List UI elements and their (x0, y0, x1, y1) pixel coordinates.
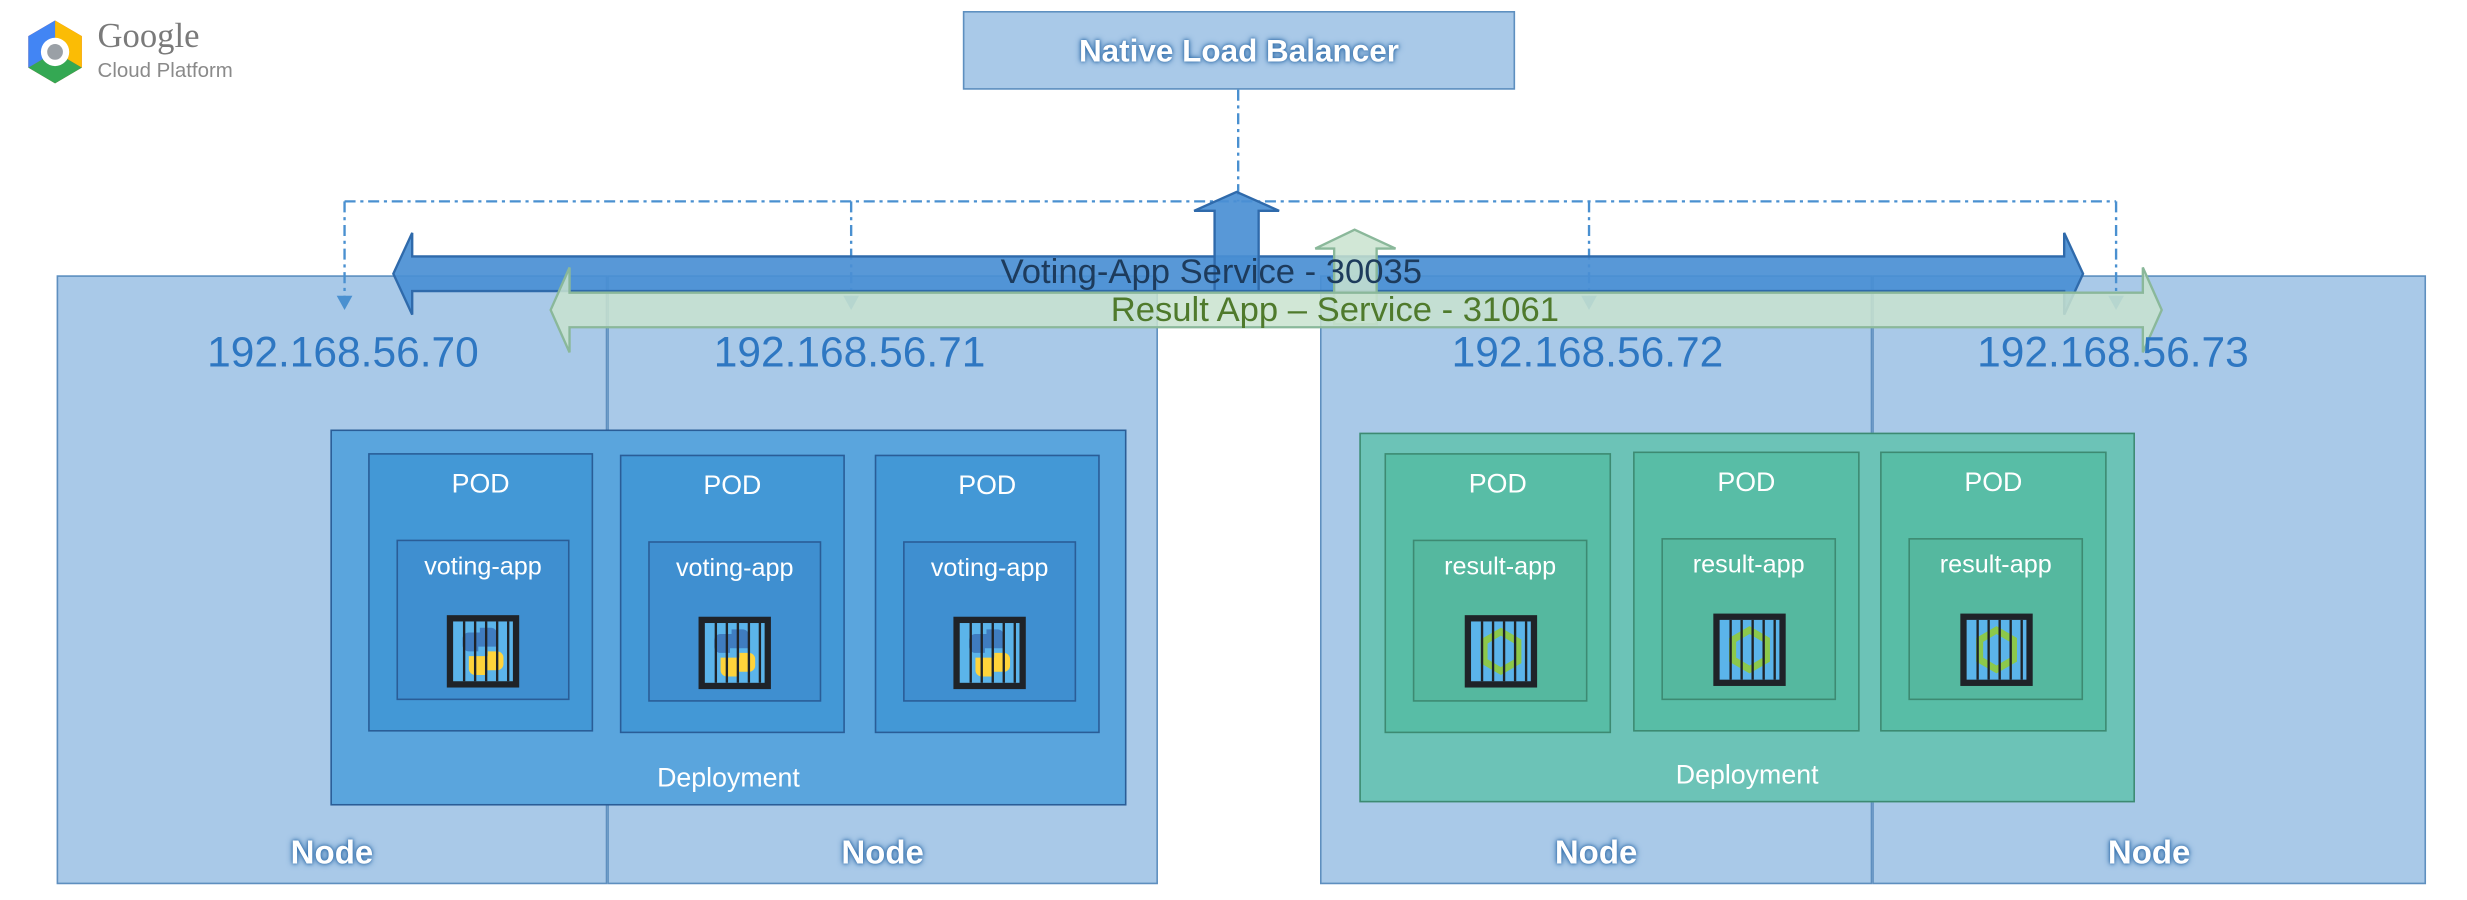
logo-subtitle: Cloud Platform (97, 58, 233, 82)
deployment-label: Deployment (657, 763, 800, 793)
nodejs-container-icon (1712, 613, 1785, 686)
node-label: Node (841, 835, 924, 872)
container-label: voting-app (930, 555, 1049, 583)
node-ip: 192.168.56.70 (207, 328, 479, 377)
result-service-label: Result App – Service - 31061 (1110, 289, 1560, 329)
deployment-label: Deployment (1675, 759, 1819, 790)
nodejs-container-icon (1959, 613, 2032, 686)
load-balancer-label: Native Load Balancer (1078, 34, 1399, 70)
node-label: Node (1554, 835, 1638, 872)
container-label: result-app (1939, 552, 2052, 579)
node-ip: 192.168.56.73 (1977, 328, 2249, 377)
voting-service-up-arrow (1193, 190, 1280, 293)
result-service-arrow (549, 266, 2164, 353)
voting-app-container: voting-app (648, 541, 822, 702)
node-label: Node (2107, 835, 2191, 872)
result-pod-2: POD result-app (1633, 451, 1860, 732)
voting-app-container: voting-app (903, 541, 1077, 702)
container-label: result-app (1692, 552, 1805, 579)
voting-pod-1: POD voting-app (368, 453, 594, 732)
voting-service-label: Voting-App Service - 30035 (1000, 251, 1423, 292)
python-container-icon (953, 616, 1026, 690)
node-ip: 192.168.56.71 (713, 328, 986, 377)
gcp-logo: Google Cloud Platform (19, 13, 271, 92)
pod-label: POD (1717, 467, 1776, 498)
result-pod-1: POD result-app (1384, 453, 1612, 734)
python-container-icon (698, 616, 771, 690)
pod-label: POD (703, 470, 762, 501)
node-ip: 192.168.56.72 (1451, 328, 1724, 377)
voting-pod-2: POD voting-app (619, 454, 845, 734)
node-label: Node (290, 835, 374, 872)
pod-label: POD (1468, 468, 1527, 499)
pod-label: POD (451, 468, 510, 499)
result-pod-3: POD result-app (1880, 451, 2107, 732)
logo-title: Google (97, 15, 200, 56)
result-app-container: result-app (1412, 539, 1588, 702)
container-label: voting-app (675, 555, 794, 583)
python-container-icon (446, 615, 520, 688)
container-label: voting-app (424, 553, 542, 581)
nodejs-container-icon (1463, 615, 1537, 688)
native-load-balancer: Native Load Balancer (962, 11, 1516, 90)
voting-app-container: voting-app (396, 539, 570, 701)
pod-label: POD (1964, 467, 2023, 498)
result-app-container: result-app (1908, 538, 2084, 701)
gcp-hexagon-icon (28, 20, 82, 84)
voting-pod-3: POD voting-app (874, 454, 1100, 734)
container-label: result-app (1444, 553, 1557, 581)
pod-label: POD (958, 470, 1017, 501)
result-app-container: result-app (1661, 538, 1837, 701)
